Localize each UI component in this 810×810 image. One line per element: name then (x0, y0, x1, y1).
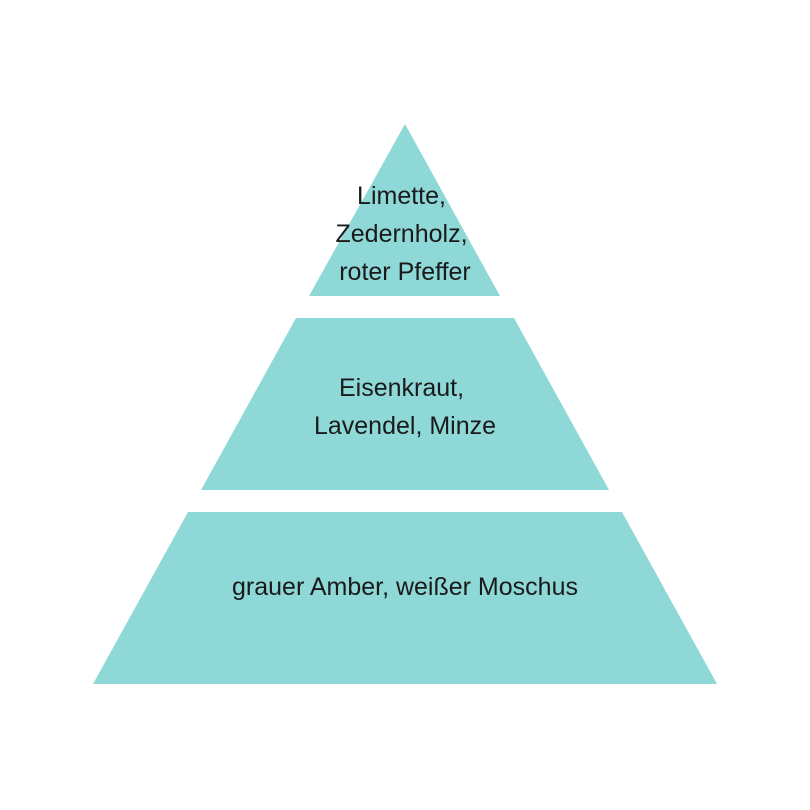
pyramid-tier-middle (201, 318, 609, 490)
tier-middle-line-1: Eisenkraut, (339, 374, 464, 402)
pyramid-tier-top (309, 124, 500, 296)
tier-top-text: Limette, Zedernholz, roter Pfeffer (336, 182, 475, 286)
tier-middle-line-2: Lavendel, Minze (314, 412, 496, 440)
tier-top-line-3: roter Pfeffer (339, 258, 471, 286)
pyramid-tier-bottom (93, 512, 717, 684)
tier-top-line-1: Limette, (357, 182, 446, 210)
tier-middle-text: Eisenkraut, Lavendel, Minze (314, 374, 496, 440)
tier-bottom-line-1: grauer Amber, weißer Moschus (232, 573, 578, 601)
tier-top-line-2: Zedernholz, (336, 220, 468, 248)
tier-bottom-text: grauer Amber, weißer Moschus (232, 573, 578, 601)
